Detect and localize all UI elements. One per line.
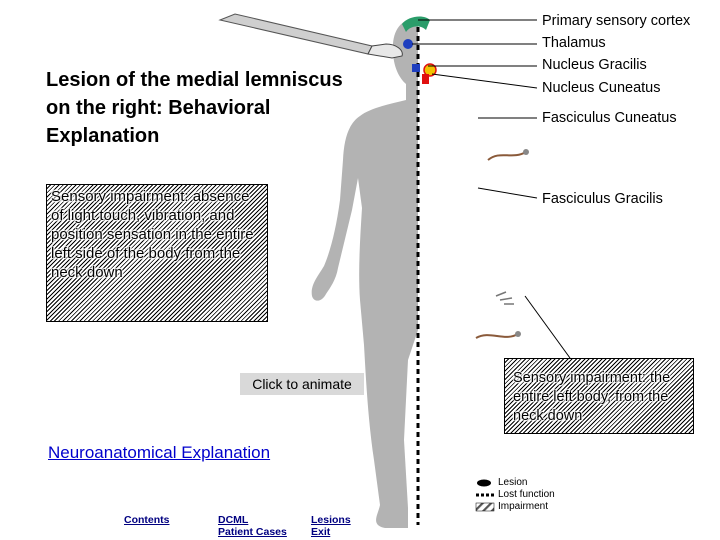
lesions-link-line1: Lesions <box>311 514 351 526</box>
page-title: Lesion of the medial lemniscus on the ri… <box>46 69 343 147</box>
animate-button[interactable]: Click to animate <box>240 373 364 395</box>
thalamus-marker <box>403 39 413 49</box>
nucleus-marker <box>412 64 420 72</box>
nucleus-cuneatus-marker <box>423 63 437 77</box>
label-primary-sensory-cortex: Primary sensory cortex <box>542 13 691 29</box>
label-fasciculus-cuneatus: Fasciculus Cuneatus <box>542 110 677 126</box>
lesions-link[interactable]: Lesions Exit <box>311 514 351 538</box>
legend-lost-function: Lost function <box>498 489 555 500</box>
dcml-link[interactable]: DCML Patient Cases <box>218 514 287 538</box>
label-nucleus-cuneatus: Nucleus Cuneatus <box>542 80 661 96</box>
scalpel-icon <box>218 13 403 59</box>
lesions-link-line2: Exit <box>311 526 331 538</box>
neuroanatomical-explanation-link[interactable]: Neuroanatomical Explanation <box>48 443 271 462</box>
dcml-link-line1: DCML <box>218 514 249 526</box>
right-impairment-box: Sensory impairment: the entire left body… <box>504 358 694 434</box>
legend-impairment: Impairment <box>498 501 549 512</box>
lesion-legend-icon <box>477 479 491 487</box>
label-nucleus-gracilis: Nucleus Gracilis <box>542 57 647 73</box>
contents-link[interactable]: Contents <box>124 514 170 526</box>
nucleus-gracilis-marker <box>422 74 429 84</box>
impairment-legend-icon <box>475 502 495 512</box>
left-impairment-box: Sensory impairment: absence of light tou… <box>46 184 268 322</box>
label-fasciculus-gracilis: Fasciculus Gracilis <box>542 191 663 207</box>
legend-lesion: Lesion <box>498 477 528 488</box>
label-thalamus: Thalamus <box>542 35 606 51</box>
dcml-link-line2: Patient Cases <box>218 526 287 538</box>
